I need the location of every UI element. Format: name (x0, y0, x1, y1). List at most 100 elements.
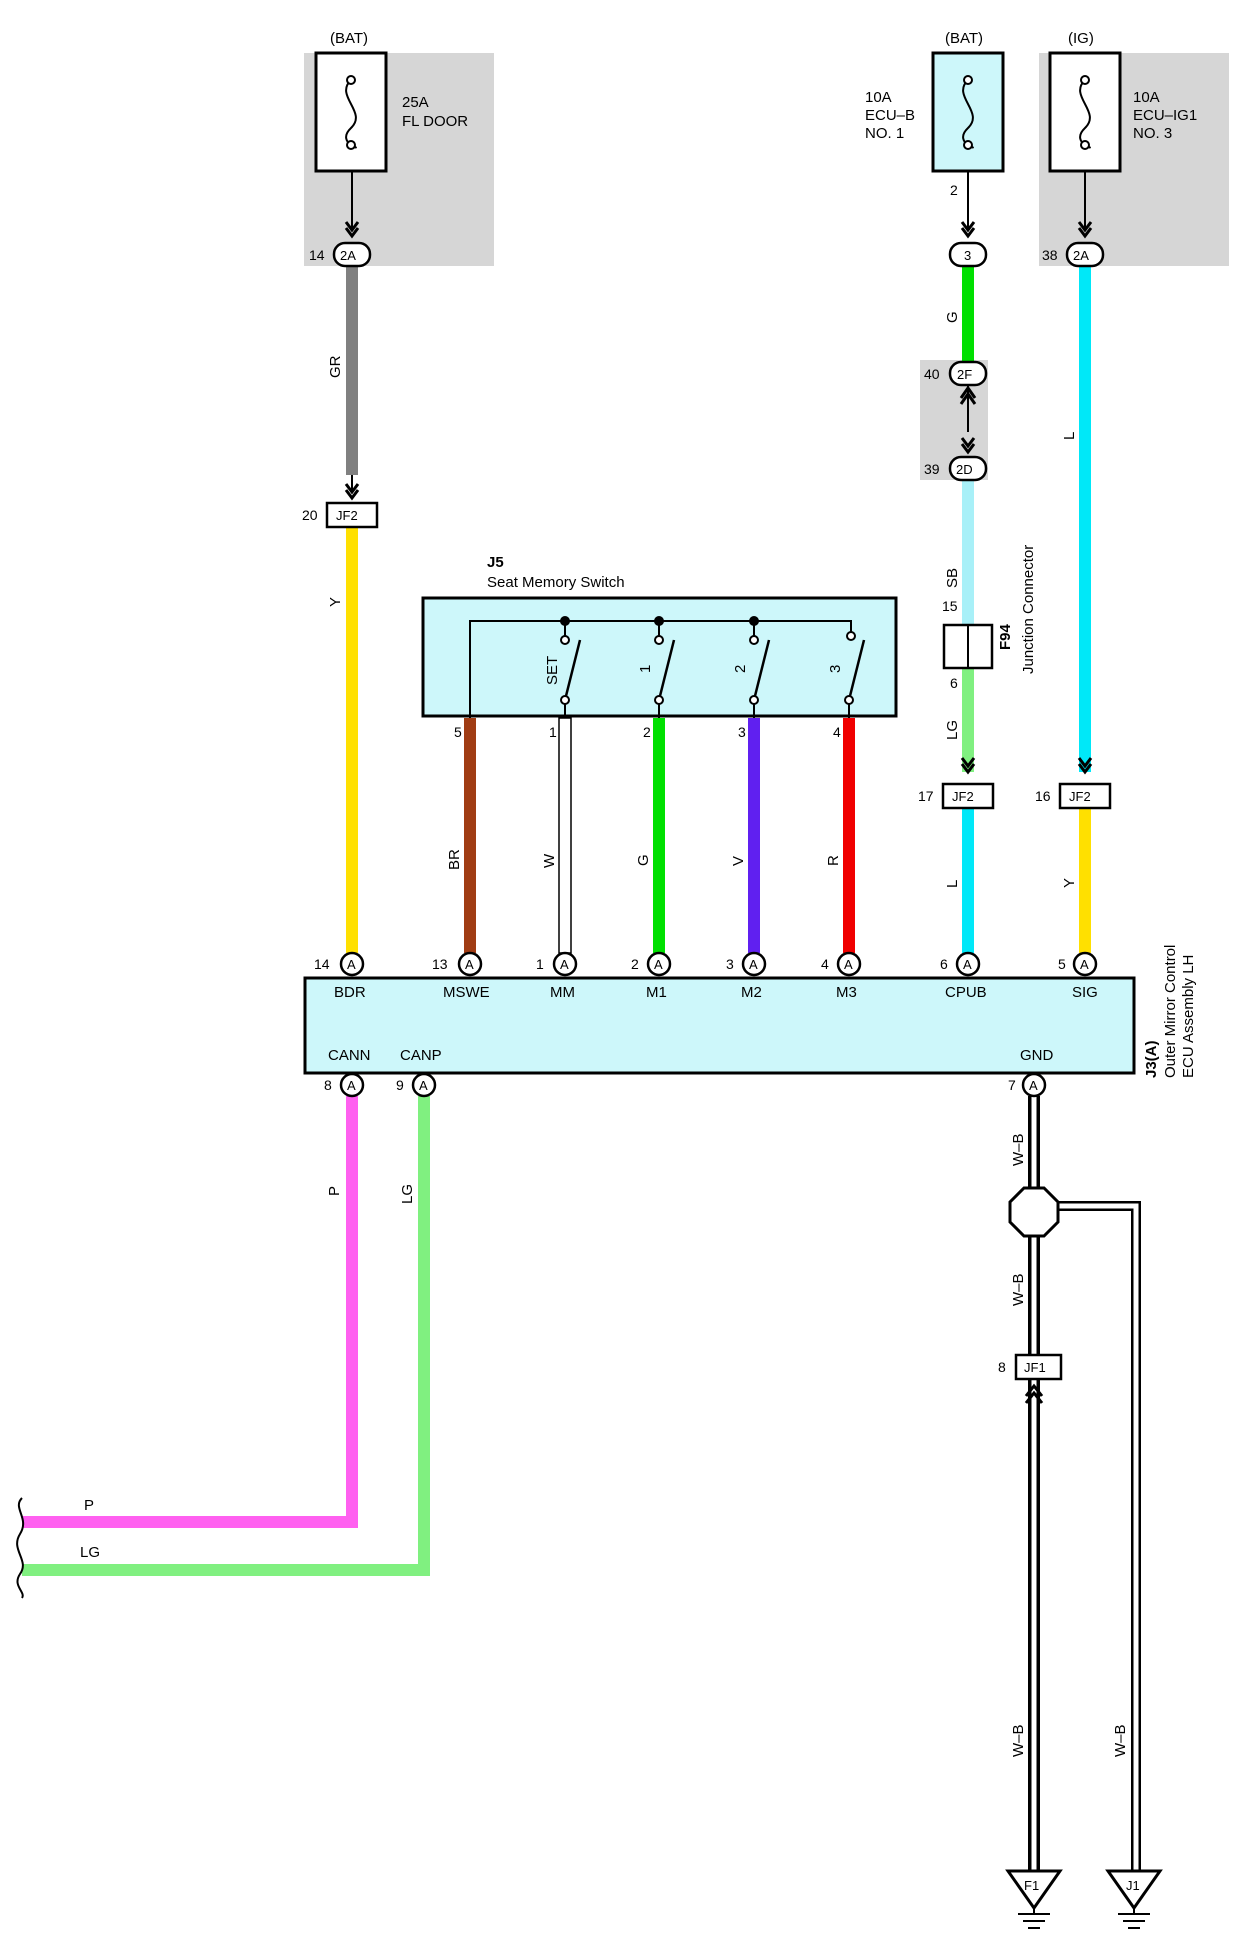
svg-text:W–B: W–B (1112, 1724, 1129, 1757)
svg-text:9: 9 (396, 1077, 404, 1093)
svg-text:A: A (654, 957, 663, 972)
junction-connector-f94: 15 6 F94 Junction Connector (942, 545, 1037, 691)
switch-3: 3 (827, 631, 866, 718)
connector-2d: 2D 39 (924, 455, 988, 482)
seat-switch-code: J5 (487, 554, 504, 571)
svg-text:7: 7 (1008, 1077, 1016, 1093)
svg-text:GR: GR (327, 355, 344, 378)
svg-text:M2: M2 (741, 984, 762, 1001)
ecu-pin-cann: CANN A 8 (324, 1047, 371, 1098)
svg-text:A: A (560, 957, 569, 972)
svg-text:2: 2 (732, 665, 749, 673)
svg-text:W–B: W–B (1010, 1724, 1027, 1757)
ecu-pin-m3: A 4 M3 (821, 951, 862, 1001)
connector-jf2-17: JF2 17 (918, 756, 995, 810)
connector-2f: 2F 40 (924, 360, 988, 454)
svg-text:1: 1 (536, 956, 544, 972)
svg-text:J1: J1 (1126, 1878, 1140, 1893)
svg-text:MM: MM (550, 984, 575, 1001)
svg-text:Y: Y (327, 597, 344, 607)
fuse-supply-label: (BAT) (945, 30, 983, 47)
svg-text:G: G (635, 854, 652, 866)
wire-labels: GR Y G SB LG L L Y BR W G V R P LG W–B W… (80, 311, 1129, 1757)
ecu-pin-cpub: A 6 CPUB (940, 951, 987, 1001)
ground-splice (1008, 1186, 1060, 1238)
ecu-pin-m1: A 2 M1 (631, 951, 672, 1001)
svg-text:8: 8 (324, 1077, 332, 1093)
seat-memory-switch: J5 Seat Memory Switch SET 1 (421, 554, 898, 740)
svg-text:13: 13 (432, 956, 448, 972)
ecu-code: J3(A) (1143, 1040, 1160, 1078)
svg-text:CANP: CANP (400, 1047, 442, 1064)
svg-text:W–B: W–B (1010, 1133, 1027, 1166)
f94-code: F94 (997, 623, 1014, 650)
switch-1: 1 (637, 616, 676, 718)
svg-text:LG: LG (944, 720, 961, 740)
svg-text:W: W (541, 853, 558, 868)
fuse-rating-label: 25A (402, 94, 429, 111)
svg-text:14: 14 (309, 247, 325, 263)
svg-text:3: 3 (827, 665, 844, 673)
svg-text:JF2: JF2 (952, 789, 974, 804)
svg-text:8: 8 (998, 1359, 1006, 1375)
wires (22, 266, 1091, 1576)
ecu-name-line1: Outer Mirror Control (1162, 945, 1179, 1078)
fuse-ecu-b: (BAT) 10A ECU–B NO. 1 2 (865, 30, 1005, 238)
svg-text:BR: BR (446, 849, 463, 870)
fuse-rating-label: 10A (865, 89, 892, 106)
svg-text:MSWE: MSWE (443, 984, 490, 1001)
svg-text:JF2: JF2 (1069, 789, 1091, 804)
svg-text:LG: LG (80, 1544, 100, 1561)
wire-w (558, 717, 572, 954)
svg-text:39: 39 (924, 461, 940, 477)
svg-text:JF1: JF1 (1024, 1360, 1046, 1375)
switch-pin-label: 1 (549, 724, 557, 740)
fuse-name-label: NO. 1 (865, 125, 904, 142)
switch-pin-label: 3 (738, 724, 746, 740)
svg-text:40: 40 (924, 366, 940, 382)
svg-text:CPUB: CPUB (945, 984, 987, 1001)
svg-text:A: A (347, 1078, 356, 1093)
svg-text:F1: F1 (1024, 1878, 1039, 1893)
svg-text:M1: M1 (646, 984, 667, 1001)
svg-text:17: 17 (918, 788, 934, 804)
connector-jf2-20: JF2 20 (302, 475, 379, 529)
ecu-top-pins: A 14 BDR A 13 MSWE A 1 MM A 2 M1 A 3 M2 (314, 951, 1098, 1001)
svg-text:6: 6 (940, 956, 948, 972)
ecu-bottom-pins: CANN A 8 CANP A 9 GND A 7 (324, 1047, 1054, 1098)
svg-text:38: 38 (1042, 247, 1058, 263)
fuse-pin-label: 2 (950, 182, 958, 198)
ecu-pin-mswe: A 13 MSWE (432, 951, 490, 1001)
fuse-supply-label: (IG) (1068, 30, 1094, 47)
fuse-name-label: NO. 3 (1133, 125, 1172, 142)
svg-text:A: A (419, 1078, 428, 1093)
svg-text:1: 1 (637, 665, 654, 673)
svg-text:2A: 2A (1073, 248, 1089, 263)
ecu-pin-gnd: GND A 7 (1008, 1047, 1054, 1098)
svg-text:5: 5 (1058, 956, 1066, 972)
wire-break-marks (16, 1497, 25, 1599)
fuse-fl-door: (BAT) 25A FL DOOR (314, 30, 468, 238)
svg-text:3: 3 (964, 248, 971, 263)
connector-2a-fl-door: 2A 14 (309, 241, 372, 268)
fuse-name-label: FL DOOR (402, 113, 468, 130)
svg-text:A: A (844, 957, 853, 972)
svg-text:Y: Y (1061, 878, 1078, 888)
svg-text:R: R (825, 855, 842, 866)
svg-text:V: V (730, 856, 747, 866)
connector-3-ecu-b: 3 (948, 241, 988, 268)
f94-name: Junction Connector (1020, 545, 1037, 674)
fuse-ecu-ig1: (IG) 10A ECU–IG1 NO. 3 (1048, 30, 1197, 238)
svg-text:CANN: CANN (328, 1047, 371, 1064)
svg-text:A: A (1080, 957, 1089, 972)
svg-text:A: A (1029, 1078, 1038, 1093)
svg-text:A: A (963, 957, 972, 972)
ecu-pin-sig: A 5 SIG (1058, 951, 1098, 1001)
ecu-pin-mm: A 1 MM (536, 951, 578, 1001)
svg-text:W–B: W–B (1010, 1273, 1027, 1306)
svg-text:JF2: JF2 (336, 508, 358, 523)
connector-jf2-16: JF2 16 (1035, 756, 1112, 810)
svg-text:P: P (84, 1497, 94, 1514)
ecu-pin-bdr: A 14 BDR (314, 951, 366, 1001)
fuse-name-label: ECU–IG1 (1133, 107, 1197, 124)
